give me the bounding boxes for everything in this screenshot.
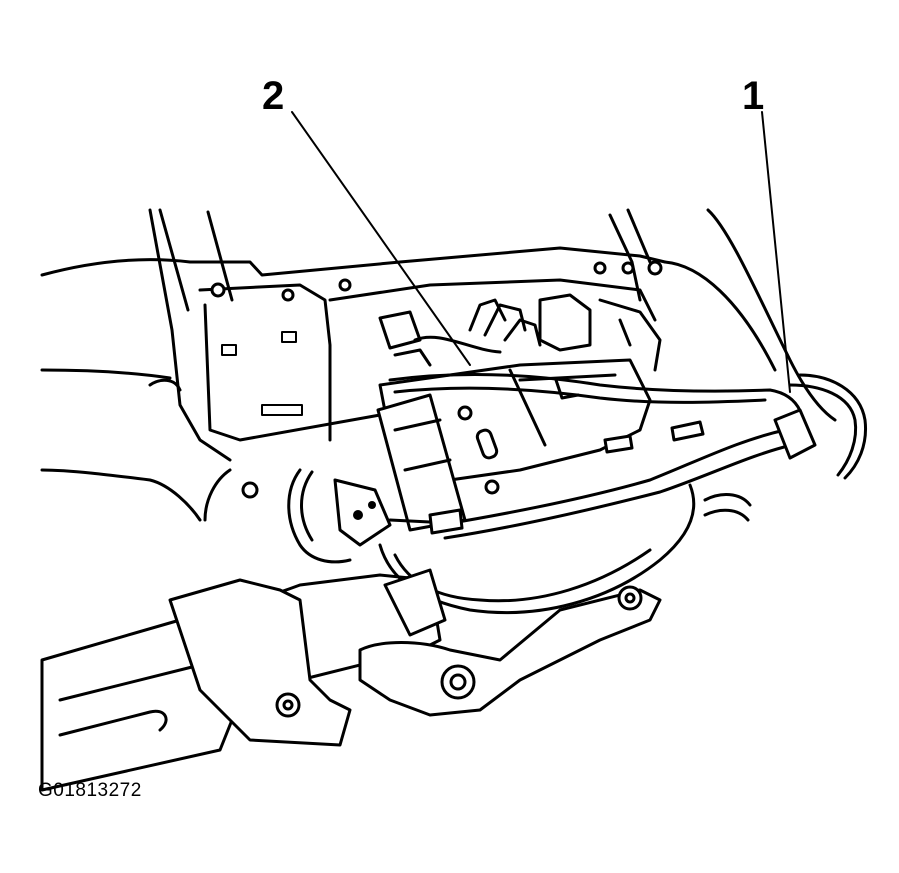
frame-rail	[40, 573, 442, 792]
callout-number-1: 1	[742, 74, 765, 118]
body-panel-outline	[40, 208, 837, 522]
left-connector	[203, 468, 464, 564]
leader-lines	[291, 111, 791, 393]
leader-line-1	[761, 111, 791, 393]
lower-cable	[378, 483, 752, 637]
harness-loop	[388, 373, 868, 540]
leader-line-2	[291, 111, 471, 366]
callout-number-2: 2	[262, 74, 285, 118]
wire-bundle	[378, 293, 662, 372]
panel-holes	[210, 260, 663, 416]
figure-id-label: G01813272	[38, 780, 142, 801]
mounting-bracket	[358, 585, 662, 717]
